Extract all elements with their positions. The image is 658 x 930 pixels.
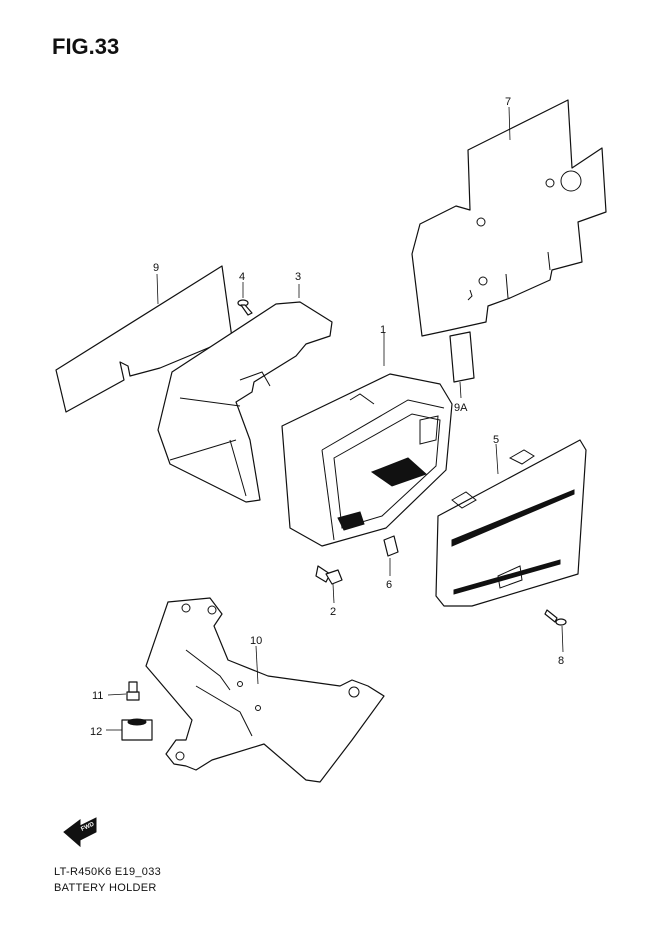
callout-3: 3 <box>295 271 301 283</box>
callout-7: 6 <box>386 579 392 591</box>
part-10-bracket <box>145 597 385 783</box>
part-8-sheet <box>411 99 607 337</box>
part-3-cover <box>157 301 333 503</box>
part-2-bolt <box>315 565 343 585</box>
figure-name: BATTERY HOLDER <box>54 882 157 894</box>
part-4-screw <box>237 299 253 316</box>
callout-12: 12 <box>90 726 102 738</box>
part-9-pad <box>55 265 233 413</box>
callout-2: 2 <box>330 606 336 618</box>
callout-10: 10 <box>250 635 262 647</box>
callout-8: 7 <box>505 96 511 108</box>
part-7-clip <box>383 535 399 557</box>
part-6-screw <box>544 609 567 626</box>
callout-11: 11 <box>92 690 103 702</box>
part-1-battery-box <box>281 373 453 547</box>
callout-6: 8 <box>558 655 564 667</box>
callout-9a: 9A <box>454 402 468 414</box>
callout-9: 9 <box>153 262 159 274</box>
callout-1: 1 <box>380 324 386 336</box>
part-5-lid <box>435 439 587 607</box>
leader-lines <box>106 106 564 731</box>
front-direction-arrow-icon: FWD <box>63 817 97 848</box>
part-12-nut <box>121 718 153 741</box>
figure-title: FIG.33 <box>52 34 120 59</box>
callout-5: 5 <box>493 434 499 446</box>
part-9a-pad <box>449 331 475 383</box>
part-11-bolt <box>126 681 140 701</box>
front-arrow-label: FWD <box>80 821 96 832</box>
callout-4: 4 <box>239 271 245 283</box>
figure-code: LT-R450K6 E19_033 <box>54 866 162 878</box>
